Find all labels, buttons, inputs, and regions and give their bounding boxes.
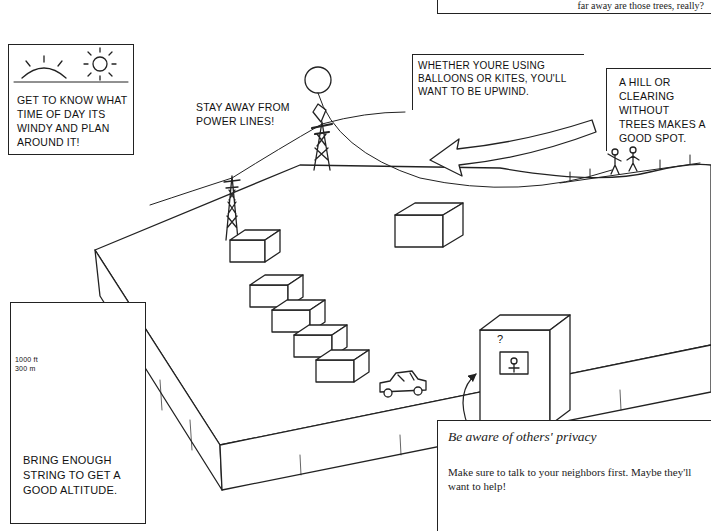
buildings (230, 203, 570, 425)
callout-box: A HILL OR CLEARING WITHOUT TREES MAKES A… (606, 68, 711, 151)
power-towers (224, 122, 332, 240)
kite (313, 104, 326, 122)
callout-box: Be aware of others' privacyMake sure to … (437, 420, 711, 531)
people (608, 147, 639, 174)
callout-box: WHETHER YOURE USING BALLOONS OR KITES, Y… (412, 54, 584, 110)
power-wire (150, 112, 405, 205)
car (380, 371, 426, 397)
callout-text: Be aware of others' privacy (448, 429, 698, 445)
callout-body: BRING ENOUGH STRING TO GET A GOOD ALTITU… (23, 453, 139, 498)
balloon (305, 67, 331, 93)
fence (560, 163, 700, 183)
note-label: STAY AWAY FROM POWER LINES! (196, 100, 308, 128)
callout-text: GET TO KNOW WHAT TIME OF DAY ITS WINDY A… (17, 93, 131, 149)
sun-rising (22, 68, 66, 78)
string (318, 93, 612, 187)
wind-arrow (430, 120, 596, 176)
window (500, 352, 528, 374)
sun (93, 57, 107, 71)
callout-body: Make sure to talk to your neighbors firs… (448, 465, 698, 493)
leader-arrow (463, 374, 476, 426)
callout-text: far away are those trees, really? (446, 0, 704, 12)
callout-box: GET TO KNOW WHAT TIME OF DAY ITS WINDY A… (8, 44, 134, 155)
callout-text: A HILL OR CLEARING WITHOUT TREES MAKES A… (619, 75, 707, 145)
callout-box: far away are those trees, really? (437, 0, 711, 14)
callout-text: WHETHER YOURE USING BALLOONS OR KITES, Y… (418, 59, 580, 98)
note-label: ? (497, 333, 509, 346)
callout-box: 1000 ft 300 m BRING ENOUGH STRING TO GET … (10, 302, 146, 524)
callout-text: 1000 ft 300 m (15, 355, 49, 373)
person-in-window (511, 358, 517, 364)
